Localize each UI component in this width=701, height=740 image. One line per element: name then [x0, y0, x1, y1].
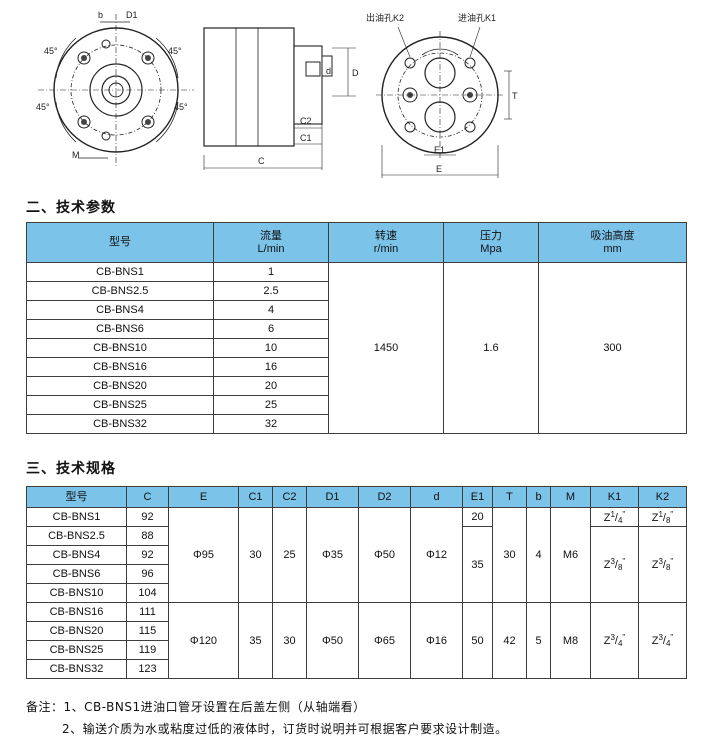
groupB-t: 42: [492, 602, 527, 679]
label-b: b: [98, 10, 103, 20]
t2-header-k1: K1: [590, 486, 639, 508]
groupA-e: Φ95: [168, 507, 239, 603]
technical-drawings: b D1 45° 45° 45° 45° M d D C2 C1 C: [0, 0, 701, 190]
t1-suction-value: 300: [538, 262, 687, 434]
groupB-c2: 30: [272, 602, 307, 679]
t2-header-c1: C1: [238, 486, 273, 508]
section2-title: 三、技术规格: [26, 461, 116, 477]
label-d: d: [326, 66, 331, 76]
groupA-k1-rest: Z3/8": [590, 526, 639, 603]
groupB-e: Φ120: [168, 602, 239, 679]
table-row: CB-BNS1 92 Φ95 30 25 Φ35 Φ50 Φ12 20 30 4…: [26, 507, 687, 603]
t1-pressure-value: 1.6: [443, 262, 539, 434]
rear-view-drawing: 出油孔K2 进油孔K1 T E1 E: [366, 12, 518, 178]
t2-header-d2: D2: [358, 486, 411, 508]
groupA-d2: Φ50: [358, 507, 411, 603]
label-t: T: [512, 91, 518, 101]
t2-header-c: C: [126, 486, 169, 508]
groupB-e1: 50: [462, 602, 493, 679]
t2-header-e: E: [168, 486, 239, 508]
label-c: C: [258, 156, 265, 166]
groupB-d2: Φ65: [358, 602, 411, 679]
t2-header-d: d: [410, 486, 463, 508]
groupA-d: Φ12: [410, 507, 463, 603]
note-line-2: 2、输送介质为水或粘度过低的液体时，订货时说明并可根据客户要求设计制造。: [62, 722, 508, 736]
groupB-c1: 35: [238, 602, 273, 679]
label-angle-1: 45°: [44, 46, 58, 56]
front-view-drawing: b D1 45° 45° 45° 45° M: [36, 10, 194, 168]
t2-header-t: T: [492, 486, 527, 508]
label-d1: D1: [126, 10, 138, 20]
groupB-k2: Z3/4": [638, 602, 687, 679]
table-row: CB-BNS16 111 Φ120 35 30 Φ50 Φ65 Φ16 50 4…: [26, 602, 687, 679]
groupA-m: M6: [550, 507, 591, 603]
groupA-e1-first: 20: [462, 507, 493, 527]
t2-header-e1: E1: [462, 486, 493, 508]
label-D: D: [352, 68, 359, 78]
t2-header-b: b: [526, 486, 551, 508]
technical-specifications-table: 型号 C E C1 C2 D1 D2 d E1 T b M K1 K2 CB-B…: [26, 486, 687, 679]
t2-header-model: 型号: [26, 486, 127, 508]
label-c1: C1: [300, 133, 312, 143]
side-view-drawing: d D C2 C1 C: [203, 27, 359, 170]
t2-header-k2: K2: [638, 486, 687, 508]
groupB-k1: Z3/4": [590, 602, 639, 679]
table2-header-row: 型号 C E C1 C2 D1 D2 d E1 T b M K1 K2: [26, 486, 687, 508]
groupA-c1: 30: [238, 507, 273, 603]
label-inlet: 进油孔K1: [458, 12, 496, 23]
groupA-k2-rest: Z3/8": [638, 526, 687, 603]
groupA-c2: 25: [272, 507, 307, 603]
table-row: CB-BNS2.5 88 35 Z3/8" Z3/8": [26, 526, 687, 603]
groupA-k2-first: Z1/8": [638, 507, 687, 527]
groupA-d1: Φ35: [306, 507, 359, 603]
t1-header-model: 型号: [26, 222, 214, 263]
groupB-d1: Φ50: [306, 602, 359, 679]
t1-speed-value: 1450: [328, 262, 444, 434]
groupA-k1-first: Z1/4": [590, 507, 639, 527]
label-angle-3: 45°: [36, 102, 50, 112]
label-m: M: [72, 150, 80, 160]
label-angle-2: 45°: [168, 46, 182, 56]
label-e1: E1: [434, 145, 445, 155]
note-line-1: 备注：1、CB-BNS1进油口管牙设置在后盖左侧（从轴端看）: [26, 700, 366, 714]
t2-header-d1: D1: [306, 486, 359, 508]
groupB-d: Φ16: [410, 602, 463, 679]
groupB-b: 5: [526, 602, 551, 679]
t2-header-c2: C2: [272, 486, 307, 508]
label-c2: C2: [300, 116, 312, 126]
section1-title: 二、技术参数: [26, 200, 116, 216]
groupA-e1-rest: 35: [462, 526, 493, 603]
groupA-b: 4: [526, 507, 551, 603]
label-outlet: 出油孔K2: [366, 12, 404, 23]
t2-header-m: M: [550, 486, 591, 508]
label-angle-4: 45°: [174, 102, 188, 112]
groupA-t: 30: [492, 507, 527, 603]
label-e: E: [436, 164, 442, 174]
groupB-m: M8: [550, 602, 591, 679]
